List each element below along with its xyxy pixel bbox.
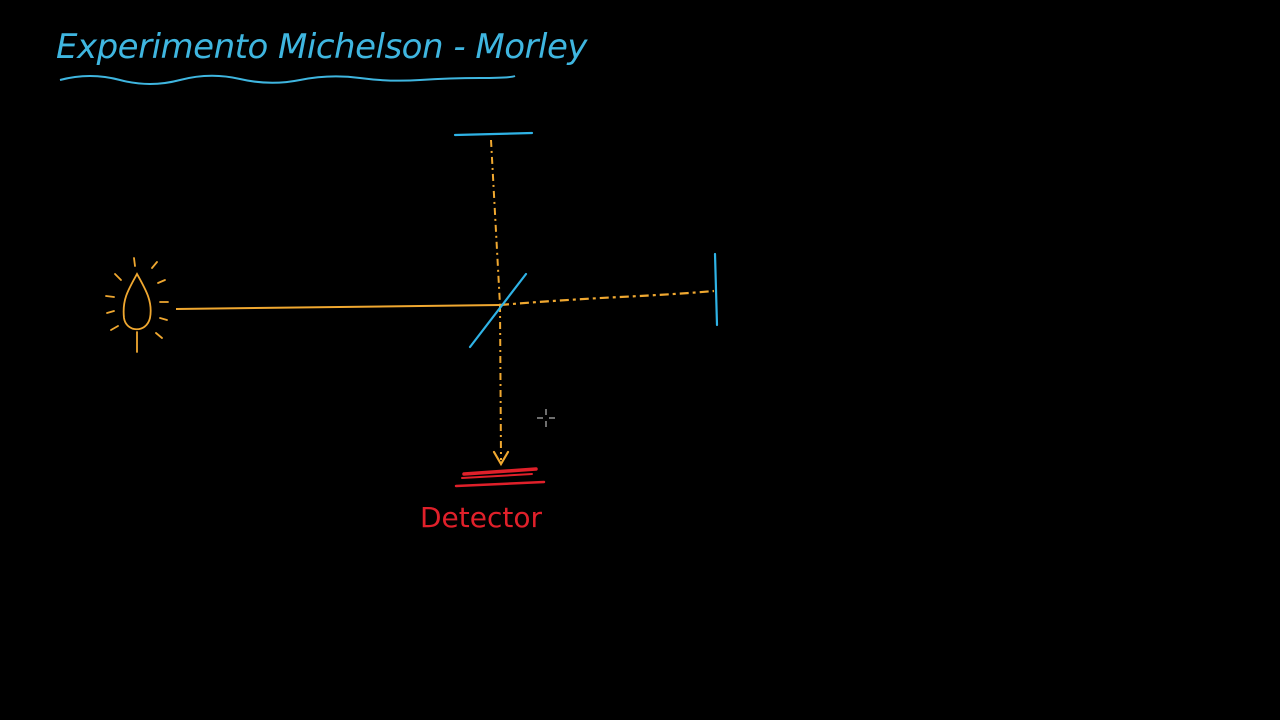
detector-plate xyxy=(454,467,546,488)
diagram-title: Experimento Michelson - Morley xyxy=(56,27,588,67)
light-bulb-icon xyxy=(105,257,169,353)
incoming-light-beam xyxy=(175,304,501,310)
top-mirror xyxy=(453,131,534,137)
detector-beam xyxy=(499,304,502,461)
beam-splitter xyxy=(468,272,528,349)
detector-label: Detector xyxy=(420,501,542,534)
horizontal-arm-beam xyxy=(499,289,715,307)
detector-beam-arrowhead xyxy=(492,450,510,467)
right-mirror xyxy=(713,252,719,327)
crosshair-cursor-icon xyxy=(537,409,555,427)
title-wavy-underline xyxy=(59,74,516,85)
vertical-arm-beam xyxy=(490,139,501,306)
